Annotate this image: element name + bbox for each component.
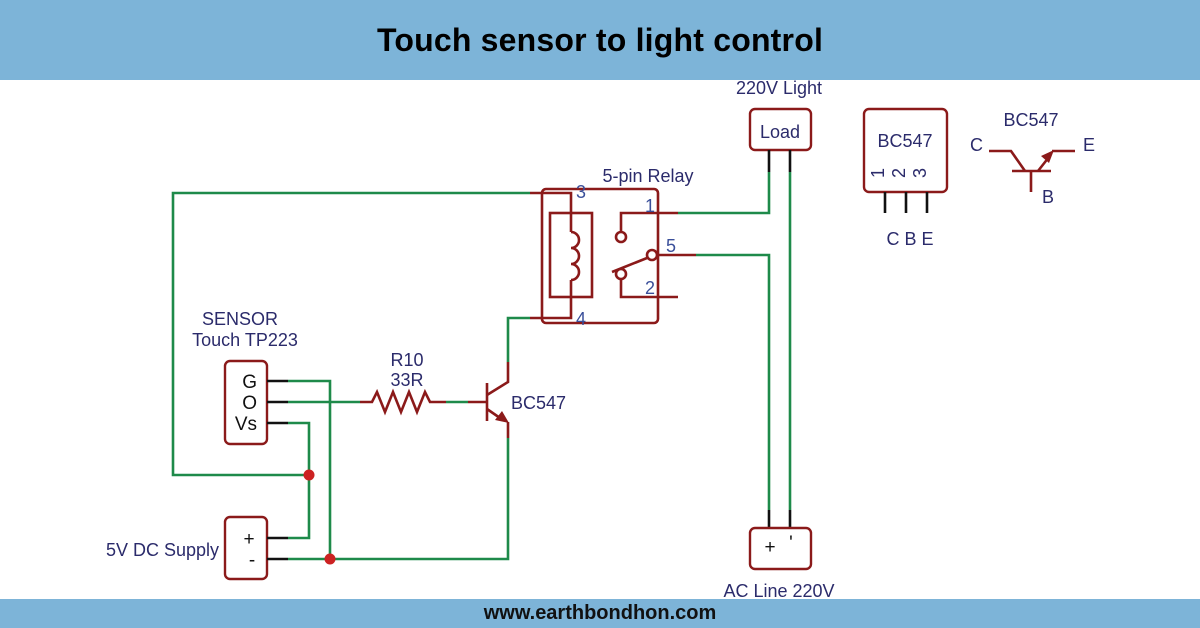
package-label: BC547 <box>877 131 932 151</box>
relay-pin-1: 1 <box>645 196 655 216</box>
package-pin-names: C B E <box>886 229 933 249</box>
bc547-symbol-reference: BC547 C E B <box>970 110 1095 207</box>
transistor-component: BC547 <box>468 362 566 438</box>
contact-terminal <box>614 230 628 244</box>
wire-vs-to-supply-plus <box>288 421 311 540</box>
wire-collector-to-relay <box>506 316 530 362</box>
bc547-package-reference: BC547 1 2 3 C B E <box>862 107 949 249</box>
wire-relay-pin5-to-ac <box>696 253 771 510</box>
package-pin-2: 2 <box>889 168 909 178</box>
symbol-collector <box>989 149 1027 172</box>
relay-body <box>540 187 660 325</box>
symbol-pin-e: E <box>1083 135 1095 155</box>
resistor-name: R10 <box>390 350 423 370</box>
wire-g-to-supply-minus <box>288 379 332 561</box>
contact-terminal <box>645 248 659 262</box>
load-component: 220V Light Load <box>736 78 822 172</box>
load-box <box>748 107 813 152</box>
dc-supply-component: 5V DC Supply + - <box>106 515 288 581</box>
ac-line-component: + ' AC Line 220V <box>723 510 835 601</box>
coil-icon <box>570 230 581 282</box>
relay-component: 5-pin Relay 3 1 5 2 4 <box>530 166 696 329</box>
sensor-pin-vs: Vs <box>235 414 257 435</box>
relay-nc-contact <box>619 279 678 299</box>
website-link[interactable]: www.earthbondhon.com <box>483 602 717 624</box>
resistor-component: R10 33R <box>360 350 446 416</box>
title-banner: Touch sensor to light control <box>0 0 1200 80</box>
junction-dot <box>324 553 336 565</box>
touch-sensor-component: SENSOR Touch TP223 G O Vs <box>192 309 298 446</box>
sensor-pin-g: G <box>242 372 257 393</box>
footer-banner: www.earthbondhon.com <box>0 599 1200 628</box>
symbol-label: BC547 <box>1003 110 1058 130</box>
load-label: Load <box>760 122 800 142</box>
package-pin-3: 3 <box>910 168 930 178</box>
dc-supply-plus: + <box>243 529 254 550</box>
wire-relay-coil-top <box>171 191 530 477</box>
resistor-zigzag-icon <box>360 388 446 416</box>
sensor-caption-line1: SENSOR <box>202 309 278 329</box>
ac-line-box <box>748 526 813 571</box>
transistor-label: BC547 <box>511 393 566 413</box>
transistor-collector <box>486 362 510 397</box>
emitter-arrow-icon <box>495 411 509 423</box>
dc-supply-box <box>223 515 269 581</box>
junction-dot <box>303 469 315 481</box>
relay-pin-2: 2 <box>645 278 655 298</box>
sensor-pin-o: O <box>242 393 257 414</box>
wires <box>171 172 792 561</box>
resistor-value: 33R <box>390 370 423 390</box>
symbol-pin-b: B <box>1042 187 1054 207</box>
dc-supply-caption: 5V DC Supply <box>106 540 219 560</box>
symbol-pin-c: C <box>970 135 983 155</box>
load-caption: 220V Light <box>736 78 822 98</box>
relay-no-contact <box>619 211 678 231</box>
ac-line-plus: + <box>764 537 775 558</box>
relay-pin-3: 3 <box>576 182 586 202</box>
sensor-caption-line2: Touch TP223 <box>192 330 298 350</box>
package-pin-1: 1 <box>868 168 888 178</box>
ac-line-tick: ' <box>789 533 793 554</box>
ac-line-caption: AC Line 220V <box>723 581 834 601</box>
relay-pin-5: 5 <box>666 236 676 256</box>
relay-pin-4: 4 <box>576 309 586 329</box>
relay-coil-lead <box>530 191 573 232</box>
wire-relay-pin1-to-load <box>678 172 771 215</box>
relay-coil-lead <box>530 280 573 320</box>
relay-caption: 5-pin Relay <box>602 166 693 186</box>
page-title: Touch sensor to light control <box>376 21 824 58</box>
dc-supply-minus: - <box>249 550 255 571</box>
symbol-emitter-arrow-icon <box>1041 150 1054 163</box>
contact-terminal <box>614 267 628 281</box>
wire-ground-to-emitter <box>330 438 510 561</box>
